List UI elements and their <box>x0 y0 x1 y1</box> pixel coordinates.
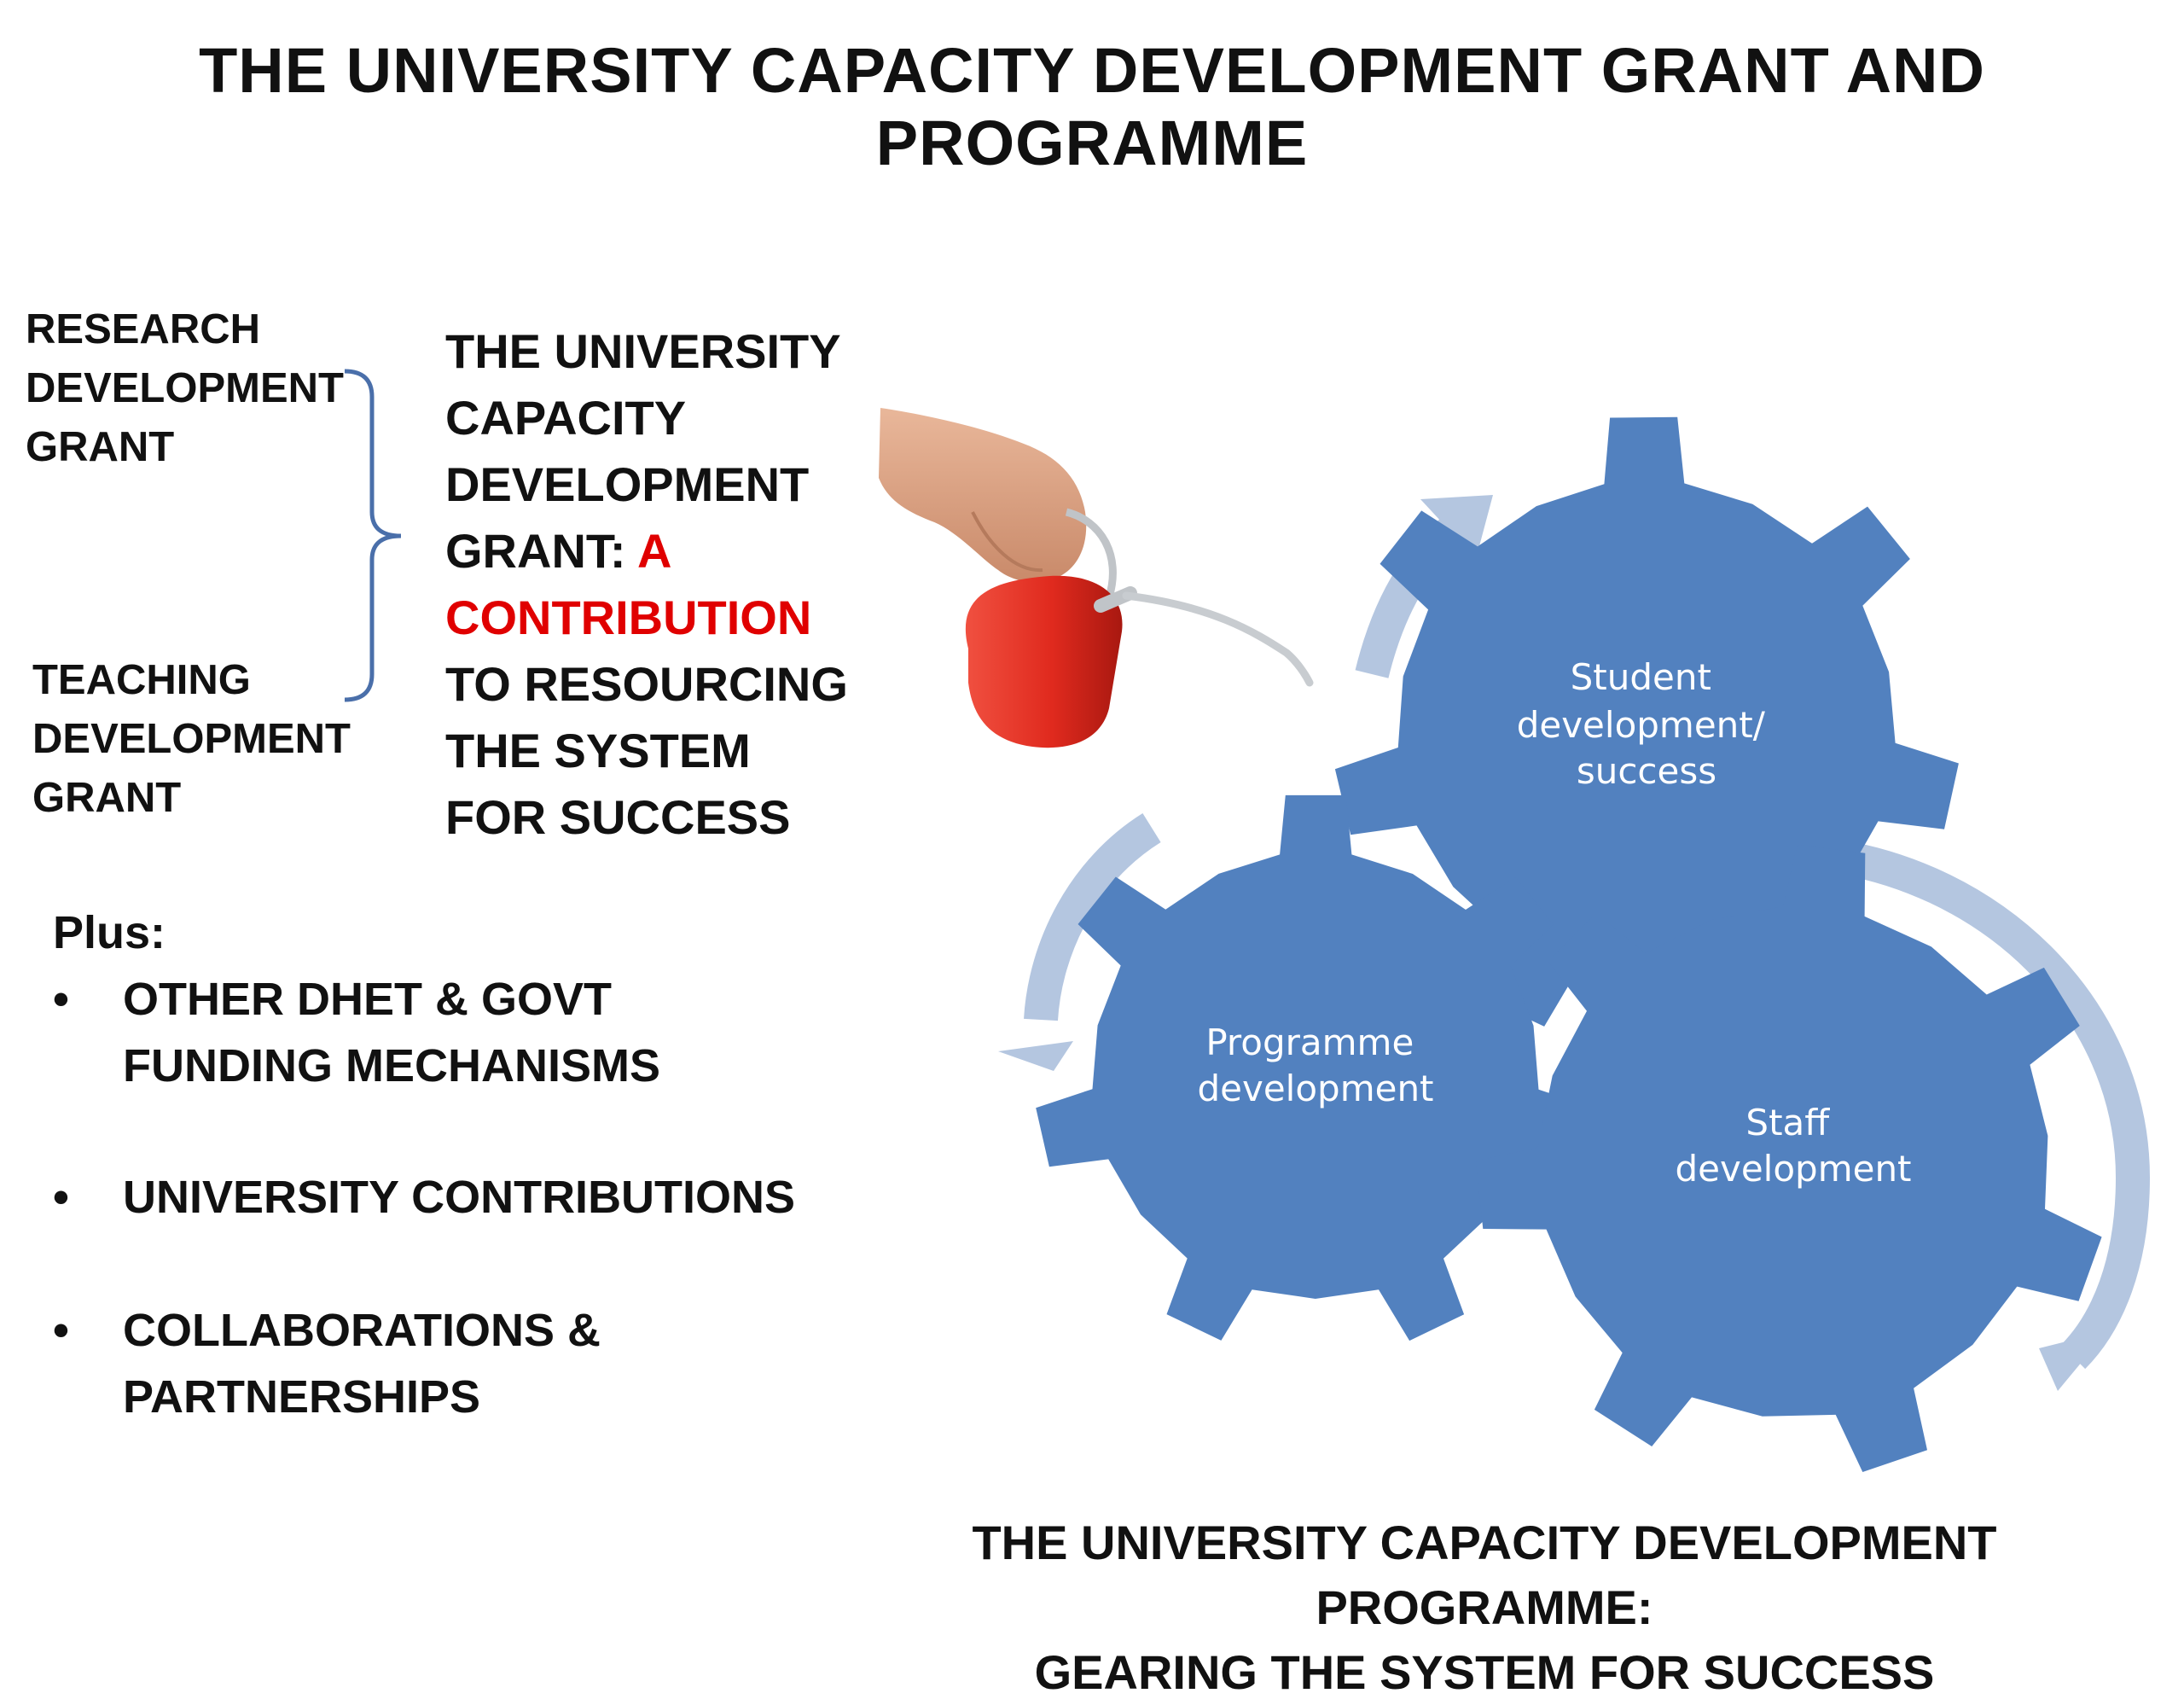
statement-line: FOR SUCCESS <box>445 790 791 844</box>
research-grant-line: RESEARCH <box>26 306 260 352</box>
statement-line: DEVELOPMENT <box>445 457 810 511</box>
research-grant-line: GRANT <box>26 424 175 470</box>
gear-label-programme: Programme development <box>1197 1021 1433 1109</box>
statement-highlight-line: CONTRIBUTION <box>445 591 812 644</box>
gear-label-student: Student development/ success <box>1517 656 1777 792</box>
list-item-text: UNIVERSITY CONTRIBUTIONS <box>123 1172 796 1223</box>
caption-line: THE UNIVERSITY CAPACITY DEVELOPMENT PROG… <box>972 1516 1997 1634</box>
arrow-head-top <box>1420 495 1493 559</box>
statement-highlight: A <box>637 524 672 578</box>
diagram-canvas: Student development/ success Programme d… <box>344 369 2151 1472</box>
teaching-grant-line: DEVELOPMENT <box>32 716 351 762</box>
list-item-text: COLLABORATIONS &PARTNERSHIPS <box>123 1305 601 1423</box>
teaching-grant-line: TEACHING <box>32 657 251 703</box>
statement-line: GRANT: A <box>445 518 848 585</box>
gear-label-staff: Staff development <box>1675 1102 1911 1190</box>
bullet-icon: • <box>53 1172 69 1223</box>
capacity-grant-statement: THE UNIVERSITY CAPACITY DEVELOPMENT GRAN… <box>445 318 848 851</box>
arrow-head-right <box>2039 1331 2107 1391</box>
grants-bracket <box>344 369 402 702</box>
arrow-right <box>1811 836 2151 1370</box>
teaching-development-grant: TEACHING DEVELOPMENT GRANT <box>32 651 351 828</box>
arrow-head-left <box>998 1041 1073 1071</box>
caption: THE UNIVERSITY CAPACITY DEVELOPMENT PROG… <box>802 1510 2167 1705</box>
hand-icon <box>879 408 1087 583</box>
statement-line: CAPACITY <box>445 391 687 445</box>
statement-prefix: GRANT: <box>445 524 638 578</box>
gear-programme-development <box>1036 794 1595 1341</box>
caption-line: GEARING THE SYSTEM FOR SUCCESS <box>1034 1645 1935 1699</box>
gear-staff-development <box>1476 845 2102 1472</box>
teaching-grant-line: GRANT <box>32 775 182 821</box>
statement-line: THE SYSTEM <box>445 724 751 777</box>
oil-can-body <box>965 575 1123 748</box>
bullet-icon: • <box>53 1305 69 1356</box>
research-grant-line: DEVELOPMENT <box>26 365 344 411</box>
statement-line: TO RESOURCING <box>445 657 848 711</box>
research-development-grant: RESEARCH DEVELOPMENT GRANT <box>26 300 344 477</box>
bullet-icon: • <box>53 974 69 1025</box>
plus-label: Plus: <box>53 907 166 958</box>
arrow-left <box>1024 813 1161 1021</box>
oil-can-handle <box>1065 508 1117 599</box>
statement-line: THE UNIVERSITY <box>445 324 841 378</box>
page-title: THE UNIVERSITY CAPACITY DEVELOPMENT GRAN… <box>199 35 1985 178</box>
oil-can-icon <box>879 408 1314 748</box>
oil-can-spout <box>1122 591 1314 687</box>
